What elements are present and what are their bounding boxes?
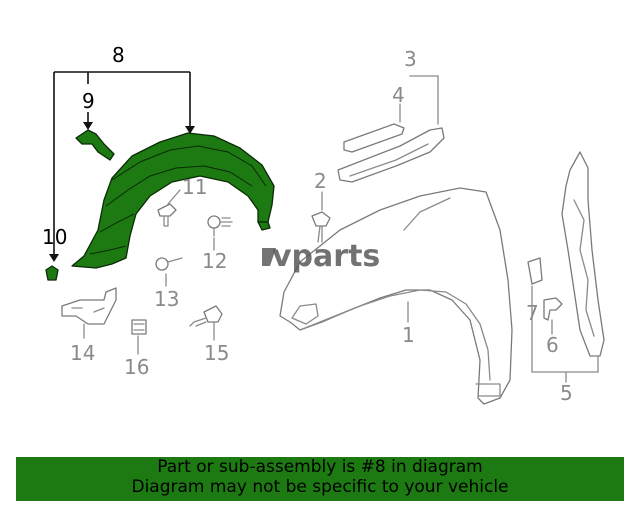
clip-part-10[interactable] [45,265,59,281]
callout-10: 10 [42,225,67,249]
piece-part-6[interactable] [543,297,563,321]
bolt-part-12[interactable] [207,215,233,237]
watermark-logo: vparts [262,239,380,274]
callout-4: 4 [392,83,405,107]
nut-part-16[interactable] [131,319,147,335]
callout-14: 14 [70,341,95,365]
rail-part-3[interactable] [337,127,445,183]
banner-line-1: Part or sub-assembly is #8 in diagram [157,457,483,477]
bracket-part-14[interactable] [61,287,117,325]
callout-6: 6 [546,333,559,357]
callout-5: 5 [560,381,573,405]
callout-9: 9 [82,89,95,113]
info-banner: Part or sub-assembly is #8 in diagram Di… [16,457,624,501]
leader-lines [83,75,599,383]
callout-1: 1 [402,323,415,347]
banner-line-2: Diagram may not be specific to your vehi… [131,477,509,497]
piece-part-7[interactable] [527,257,543,285]
bolt-part-2[interactable] [311,211,331,243]
clip-part-11[interactable] [157,203,177,227]
parts-diagram: 8 9 10 3 4 2 11 12 13 14 16 15 1 7 6 5 v… [42,43,605,405]
bolt-part-15[interactable] [189,305,223,327]
fender-liner-part-8[interactable] [71,132,275,269]
callout-11: 11 [182,175,207,199]
callout-3: 3 [404,47,417,71]
callout-8-leaders [49,71,195,262]
watermark-text: vparts [272,239,380,274]
callout-15: 15 [204,341,229,365]
callout-7: 7 [526,301,539,325]
callout-12: 12 [202,249,227,273]
callout-8: 8 [112,43,125,67]
fender-part-1[interactable] [279,187,513,405]
side-panel-part-5[interactable] [561,151,605,357]
callout-13: 13 [154,287,179,311]
callout-2: 2 [314,169,327,193]
bracket-part-9[interactable] [75,129,115,161]
callout-16: 16 [124,355,149,379]
screw-part-13[interactable] [155,257,183,271]
rail-part-4[interactable] [343,123,405,153]
